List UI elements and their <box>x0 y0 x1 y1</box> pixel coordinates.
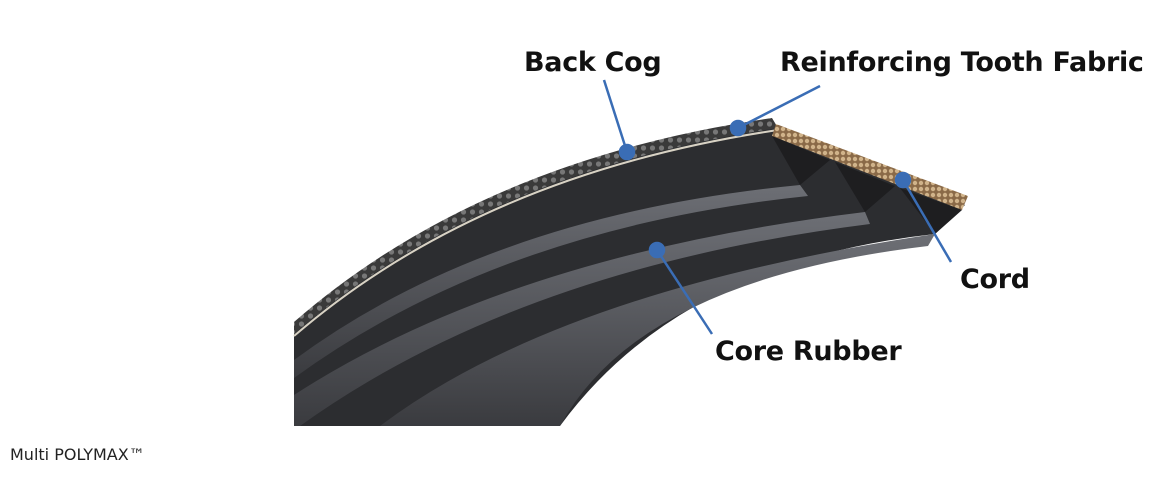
belt-image <box>293 118 968 426</box>
cord-leader <box>901 179 953 263</box>
rib-end-2 <box>835 162 895 212</box>
back-cog-dot <box>618 143 636 161</box>
tooth-fabric-leader <box>737 84 821 130</box>
rib-3 <box>380 234 935 426</box>
cord-section <box>772 124 968 210</box>
core-rubber-dot <box>648 241 666 259</box>
cord-dot <box>894 171 912 189</box>
figure-caption: Multi POLYMAX™ <box>10 445 145 464</box>
label-back-cog: Back Cog <box>524 47 662 78</box>
label-reinforcing-tooth-fabric: Reinforcing Tooth Fabric <box>780 47 1144 78</box>
core-rubber-leader <box>655 249 714 335</box>
tooth-fabric-line <box>293 129 779 337</box>
rib-end-1 <box>772 136 830 185</box>
back-cog-leader <box>602 79 629 153</box>
label-cord: Cord <box>960 264 1030 295</box>
label-core-rubber: Core Rubber <box>715 336 902 367</box>
belt-body <box>294 126 965 426</box>
tooth-fabric-dot <box>729 119 747 137</box>
leader-lines <box>602 79 953 335</box>
